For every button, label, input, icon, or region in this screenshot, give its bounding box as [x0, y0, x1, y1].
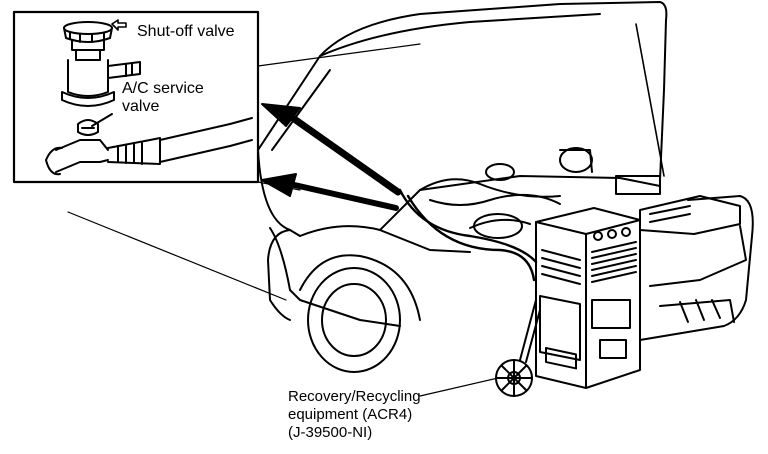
arrow-lower: [287, 181, 399, 211]
ac-service-valve-label-line-1: A/C service: [122, 80, 204, 97]
recovery-unit-icon: [495, 207, 641, 397]
ac-service-valve-label-line-2: valve: [122, 98, 160, 115]
leader-lines: [67, 43, 499, 397]
recovery-equipment-label-line-3: (J-39500-NI): [288, 424, 373, 441]
car-icon: [257, 1, 754, 373]
pipe-icon: [45, 117, 253, 176]
valve-body-icon: [61, 59, 141, 107]
inset-frame: [12, 10, 260, 184]
valve-inset: [12, 10, 260, 184]
recovery-equipment-label-line-1: Recovery/Recycling: [288, 388, 421, 405]
recovery-equipment-label-line-2: equipment (ACR4): [288, 406, 413, 423]
recovery-equipment-label: Recovery/Recycling equipment (ACR4) (J-3…: [288, 388, 421, 442]
shutoff-valve-label: Shut-off valve: [137, 23, 235, 40]
shutoff-valve-icon: [63, 19, 127, 61]
hood: [257, 1, 668, 181]
vent-grille: [541, 241, 637, 285]
front-wheel-icon: [299, 254, 421, 373]
pointer-arrows: [261, 103, 402, 211]
ac-service-valve-icon: [77, 113, 113, 136]
body-outline: [257, 149, 301, 237]
unit-wheel-icon: [495, 359, 533, 397]
ac-service-valve-label: A/C service valve: [122, 80, 204, 116]
arrow-upper: [286, 112, 402, 196]
